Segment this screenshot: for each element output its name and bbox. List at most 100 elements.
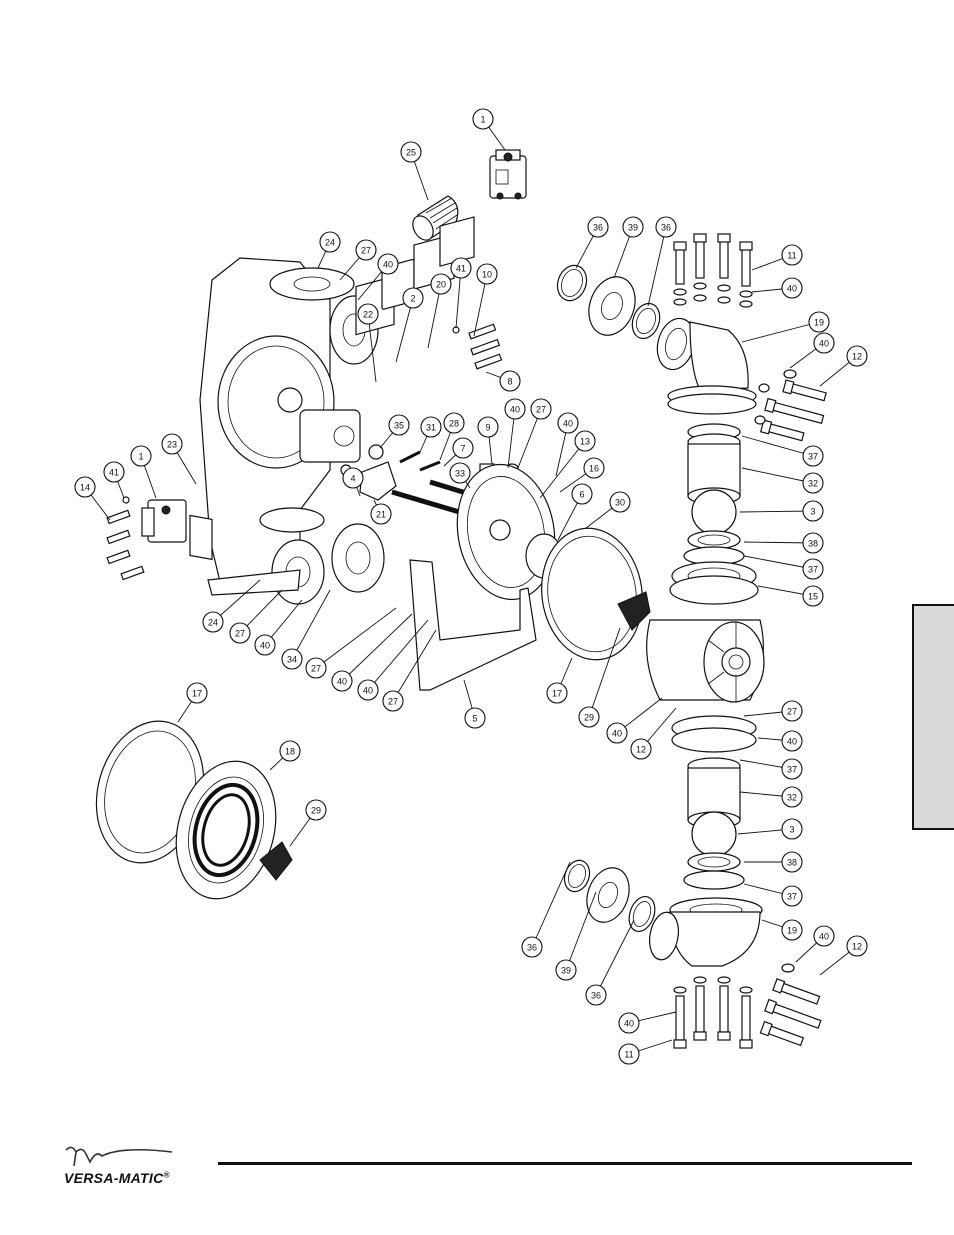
callout-number: 19 bbox=[787, 926, 797, 936]
part-callout: 28 bbox=[444, 413, 464, 433]
air-valve-top bbox=[490, 150, 526, 199]
callout-number: 33 bbox=[455, 469, 465, 479]
callout-number: 38 bbox=[787, 858, 797, 868]
callout-number: 40 bbox=[363, 686, 373, 696]
callout-number: 13 bbox=[580, 437, 590, 447]
part-callout: 2 bbox=[403, 288, 423, 308]
part-callout: 15 bbox=[803, 586, 823, 606]
part-callout: 27 bbox=[306, 658, 326, 678]
part-callout: 16 bbox=[584, 458, 604, 478]
part-callout: 7 bbox=[453, 438, 473, 458]
callout-number: 40 bbox=[819, 932, 829, 942]
part-callout: 38 bbox=[803, 533, 823, 553]
callout-number: 6 bbox=[579, 490, 584, 500]
part-callout: 39 bbox=[556, 960, 576, 980]
part-callout: 19 bbox=[782, 920, 802, 940]
callout-number: 35 bbox=[394, 421, 404, 431]
callout-number: 11 bbox=[624, 1050, 633, 1060]
callout-number: 24 bbox=[208, 618, 218, 628]
callout-number: 7 bbox=[460, 444, 465, 454]
callout-number: 27 bbox=[235, 629, 245, 639]
right-air-chamber bbox=[647, 562, 764, 752]
callout-number: 27 bbox=[361, 246, 371, 256]
callout-leader bbox=[596, 920, 634, 995]
callout-number: 37 bbox=[787, 765, 797, 775]
callout-number: 9 bbox=[485, 423, 490, 433]
callout-number: 4 bbox=[350, 474, 355, 484]
part-callout: 25 bbox=[401, 142, 421, 162]
callout-number: 41 bbox=[456, 264, 466, 274]
callout-number: 10 bbox=[482, 270, 492, 280]
alternate-diaphragm-kit bbox=[81, 709, 292, 910]
part-callout: 27 bbox=[782, 701, 802, 721]
callout-number: 14 bbox=[80, 483, 90, 493]
part-callout: 11 bbox=[619, 1044, 639, 1064]
part-callout: 40 bbox=[378, 254, 398, 274]
footer-rule bbox=[218, 1162, 912, 1165]
part-callout: 40 bbox=[332, 671, 352, 691]
part-callout: 10 bbox=[477, 264, 497, 284]
brand-logo: VERSA-MATIC® bbox=[62, 1142, 222, 1192]
callout-number: 38 bbox=[808, 539, 818, 549]
callout-number: 37 bbox=[808, 565, 818, 575]
part-callout: 13 bbox=[575, 431, 595, 451]
part-callout: 41 bbox=[104, 462, 124, 482]
part-callout: 40 bbox=[814, 333, 834, 353]
callout-number: 12 bbox=[636, 745, 646, 755]
callout-number: 12 bbox=[852, 352, 862, 362]
callout-number: 3 bbox=[810, 507, 815, 517]
callout-number: 17 bbox=[192, 689, 202, 699]
registered-mark: ® bbox=[163, 1170, 169, 1179]
callout-number: 28 bbox=[449, 419, 459, 429]
part-callout: 18 bbox=[280, 741, 300, 761]
inlet-manifold-elbow bbox=[646, 898, 762, 966]
callout-number: 34 bbox=[287, 655, 297, 665]
callout-number: 23 bbox=[167, 440, 177, 450]
upper-discharge-gaskets bbox=[553, 261, 665, 342]
callout-leader bbox=[316, 608, 396, 668]
callout-number: 2 bbox=[410, 294, 415, 304]
part-callout: 32 bbox=[803, 473, 823, 493]
callout-number: 22 bbox=[363, 310, 373, 320]
part-callout: 27 bbox=[356, 240, 376, 260]
callout-number: 36 bbox=[527, 943, 537, 953]
callout-number: 32 bbox=[787, 793, 797, 803]
callout-leader bbox=[532, 862, 570, 947]
part-callout: 37 bbox=[803, 446, 823, 466]
part-callout: 17 bbox=[547, 683, 567, 703]
part-callout: 12 bbox=[847, 346, 867, 366]
part-callout: 32 bbox=[782, 787, 802, 807]
callout-number: 40 bbox=[787, 284, 797, 294]
part-callout: 31 bbox=[421, 417, 441, 437]
callout-number: 8 bbox=[507, 377, 512, 387]
part-callout: 3 bbox=[803, 501, 823, 521]
part-callout: 20 bbox=[431, 274, 451, 294]
part-callout: 23 bbox=[162, 434, 182, 454]
callout-number: 11 bbox=[787, 251, 796, 261]
discharge-manifold-elbow bbox=[652, 314, 756, 414]
callout-number: 17 bbox=[552, 689, 562, 699]
part-callout: 40 bbox=[558, 413, 578, 433]
callout-number: 16 bbox=[589, 464, 599, 474]
callout-number: 40 bbox=[624, 1019, 634, 1029]
callout-number: 29 bbox=[584, 713, 594, 723]
part-callout: 9 bbox=[478, 417, 498, 437]
callout-number: 40 bbox=[612, 729, 622, 739]
part-callout: 38 bbox=[782, 852, 802, 872]
callout-number: 29 bbox=[311, 806, 321, 816]
callout-number: 3 bbox=[789, 825, 794, 835]
callout-number: 40 bbox=[787, 737, 797, 747]
part-callout: 36 bbox=[588, 217, 608, 237]
callout-number: 18 bbox=[285, 747, 295, 757]
part-callout: 1 bbox=[131, 446, 151, 466]
part-callout: 36 bbox=[586, 985, 606, 1005]
part-callout: 4 bbox=[343, 468, 363, 488]
part-callout: 40 bbox=[607, 723, 627, 743]
callout-leader bbox=[342, 614, 412, 681]
callout-number: 39 bbox=[628, 223, 638, 233]
callout-number: 36 bbox=[593, 223, 603, 233]
part-callout: 40 bbox=[619, 1013, 639, 1033]
callout-number: 27 bbox=[787, 707, 797, 717]
callout-number: 1 bbox=[480, 115, 485, 125]
callout-number: 31 bbox=[426, 423, 436, 433]
